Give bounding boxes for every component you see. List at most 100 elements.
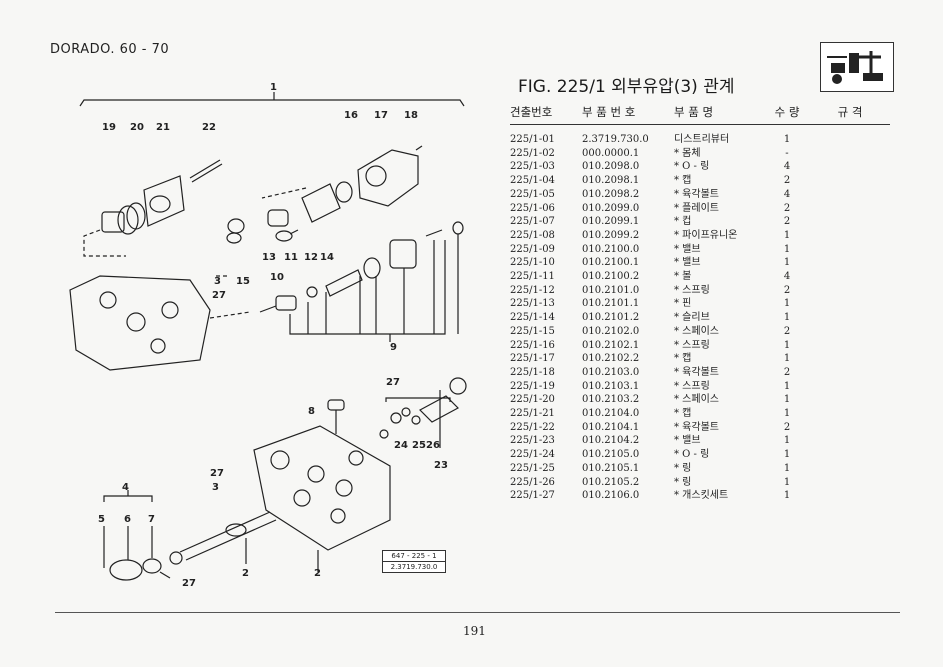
- cell-part-name: * 스페이스: [674, 394, 719, 406]
- cell-spec: [810, 270, 890, 284]
- cell-quantity: 1: [783, 449, 791, 461]
- cell-ref-no: 225/1-27: [510, 490, 555, 502]
- cell-part-name: * 육각볼트: [674, 366, 719, 378]
- cell-spec: [810, 380, 890, 394]
- cell-part-name: * 핀: [674, 298, 692, 310]
- cell-ref-no: 225/1-17: [510, 353, 555, 365]
- cell-ref-no: 225/1-07: [510, 216, 555, 228]
- callout-label: 20: [130, 122, 144, 133]
- cell-spec: [810, 188, 890, 202]
- cell-ref-no: 225/1-13: [510, 298, 555, 310]
- cell-ref-no: 225/1-01: [510, 134, 555, 145]
- cell-part-number: 000.0000.1: [582, 147, 640, 159]
- cell-part-name: * 밸브: [674, 257, 701, 269]
- cell-spec: [810, 147, 890, 161]
- column-header-spec: 규 격: [810, 104, 890, 125]
- cell-part-number: 010.2104.2: [582, 435, 640, 447]
- cell-part-name: * 컵: [674, 216, 692, 228]
- cell-part-number: 010.2102.0: [582, 325, 640, 337]
- cell-part-number: 010.2105.0: [582, 449, 640, 461]
- cell-quantity: 1: [783, 243, 791, 255]
- cell-part-name: * 파이프유니온: [674, 229, 738, 241]
- cell-quantity: 2: [783, 421, 791, 433]
- cell-ref-no: 225/1-23: [510, 435, 555, 447]
- cell-ref-no: 225/1-22: [510, 421, 555, 433]
- callout-label: 27: [212, 290, 226, 301]
- cell-spec: [810, 489, 890, 503]
- callout-label: 27: [182, 578, 196, 589]
- cell-part-number: 010.2099.2: [582, 229, 640, 241]
- cell-ref-no: 225/1-26: [510, 476, 555, 488]
- callout-label: 9: [390, 342, 397, 353]
- cell-quantity: 1: [783, 394, 791, 406]
- cell-part-name: * 밸브: [674, 243, 701, 255]
- callout-label: 22: [202, 122, 216, 133]
- cell-part-name: * 캡: [674, 408, 692, 420]
- cell-ref-no: 225/1-05: [510, 188, 555, 200]
- cell-quantity: 1: [783, 134, 791, 145]
- cell-part-number: 010.2098.2: [582, 188, 640, 200]
- cell-spec: [810, 434, 890, 448]
- callout-label: 26: [426, 440, 440, 451]
- cell-part-number: 010.2100.1: [582, 257, 640, 269]
- callout-label: 7: [148, 514, 155, 525]
- callout-label: 12: [304, 252, 318, 263]
- cell-spec: [810, 393, 890, 407]
- cell-ref-no: 225/1-16: [510, 339, 555, 351]
- cell-ref-no: 225/1-06: [510, 202, 555, 214]
- cell-part-number: 010.2098.0: [582, 161, 640, 173]
- cell-quantity: 1: [783, 476, 791, 488]
- cell-quantity: 4: [783, 161, 791, 173]
- cell-spec: [810, 284, 890, 298]
- cell-spec: [810, 125, 890, 147]
- cell-quantity: -: [785, 147, 789, 159]
- cell-spec: [810, 202, 890, 216]
- cell-quantity: 2: [783, 216, 791, 228]
- cell-spec: [810, 476, 890, 490]
- reference-drawing-number: 647 - 225 - 1: [391, 552, 437, 560]
- callout-label: 3: [214, 276, 221, 287]
- cell-part-number: 010.2098.1: [582, 175, 640, 187]
- column-header-quantity: 수 량: [764, 104, 810, 125]
- cell-quantity: 4: [783, 271, 791, 283]
- cell-quantity: 2: [783, 202, 791, 214]
- cell-spec: [810, 174, 890, 188]
- cell-quantity: 2: [783, 175, 791, 187]
- cell-part-name: * O - 링: [674, 161, 710, 173]
- cell-quantity: 1: [783, 257, 791, 269]
- cell-spec: [810, 407, 890, 421]
- cell-part-number: 010.2103.1: [582, 380, 640, 392]
- cell-part-name: * 스프링: [674, 284, 710, 296]
- cell-part-name: * 스프링: [674, 380, 710, 392]
- cell-part-name: * 스프링: [674, 339, 710, 351]
- cell-part-number: 010.2103.2: [582, 394, 640, 406]
- cell-quantity: 2: [783, 366, 791, 378]
- callout-label: 17: [374, 110, 388, 121]
- callout-label: 15: [236, 276, 250, 287]
- cell-ref-no: 225/1-25: [510, 462, 555, 474]
- cell-spec: [810, 462, 890, 476]
- cell-spec: [810, 256, 890, 270]
- page-number: 191: [463, 624, 486, 638]
- cell-part-number: 010.2103.0: [582, 366, 640, 378]
- table-row: 225/1-18 010.2103.0 * 육각볼트 2: [510, 366, 890, 380]
- reference-part-number: 2.3719.730.0: [383, 561, 445, 572]
- callout-label: 10: [270, 272, 284, 283]
- cell-part-name: * O - 링: [674, 449, 710, 461]
- cell-ref-no: 225/1-18: [510, 366, 555, 378]
- callout-label: 5: [98, 514, 105, 525]
